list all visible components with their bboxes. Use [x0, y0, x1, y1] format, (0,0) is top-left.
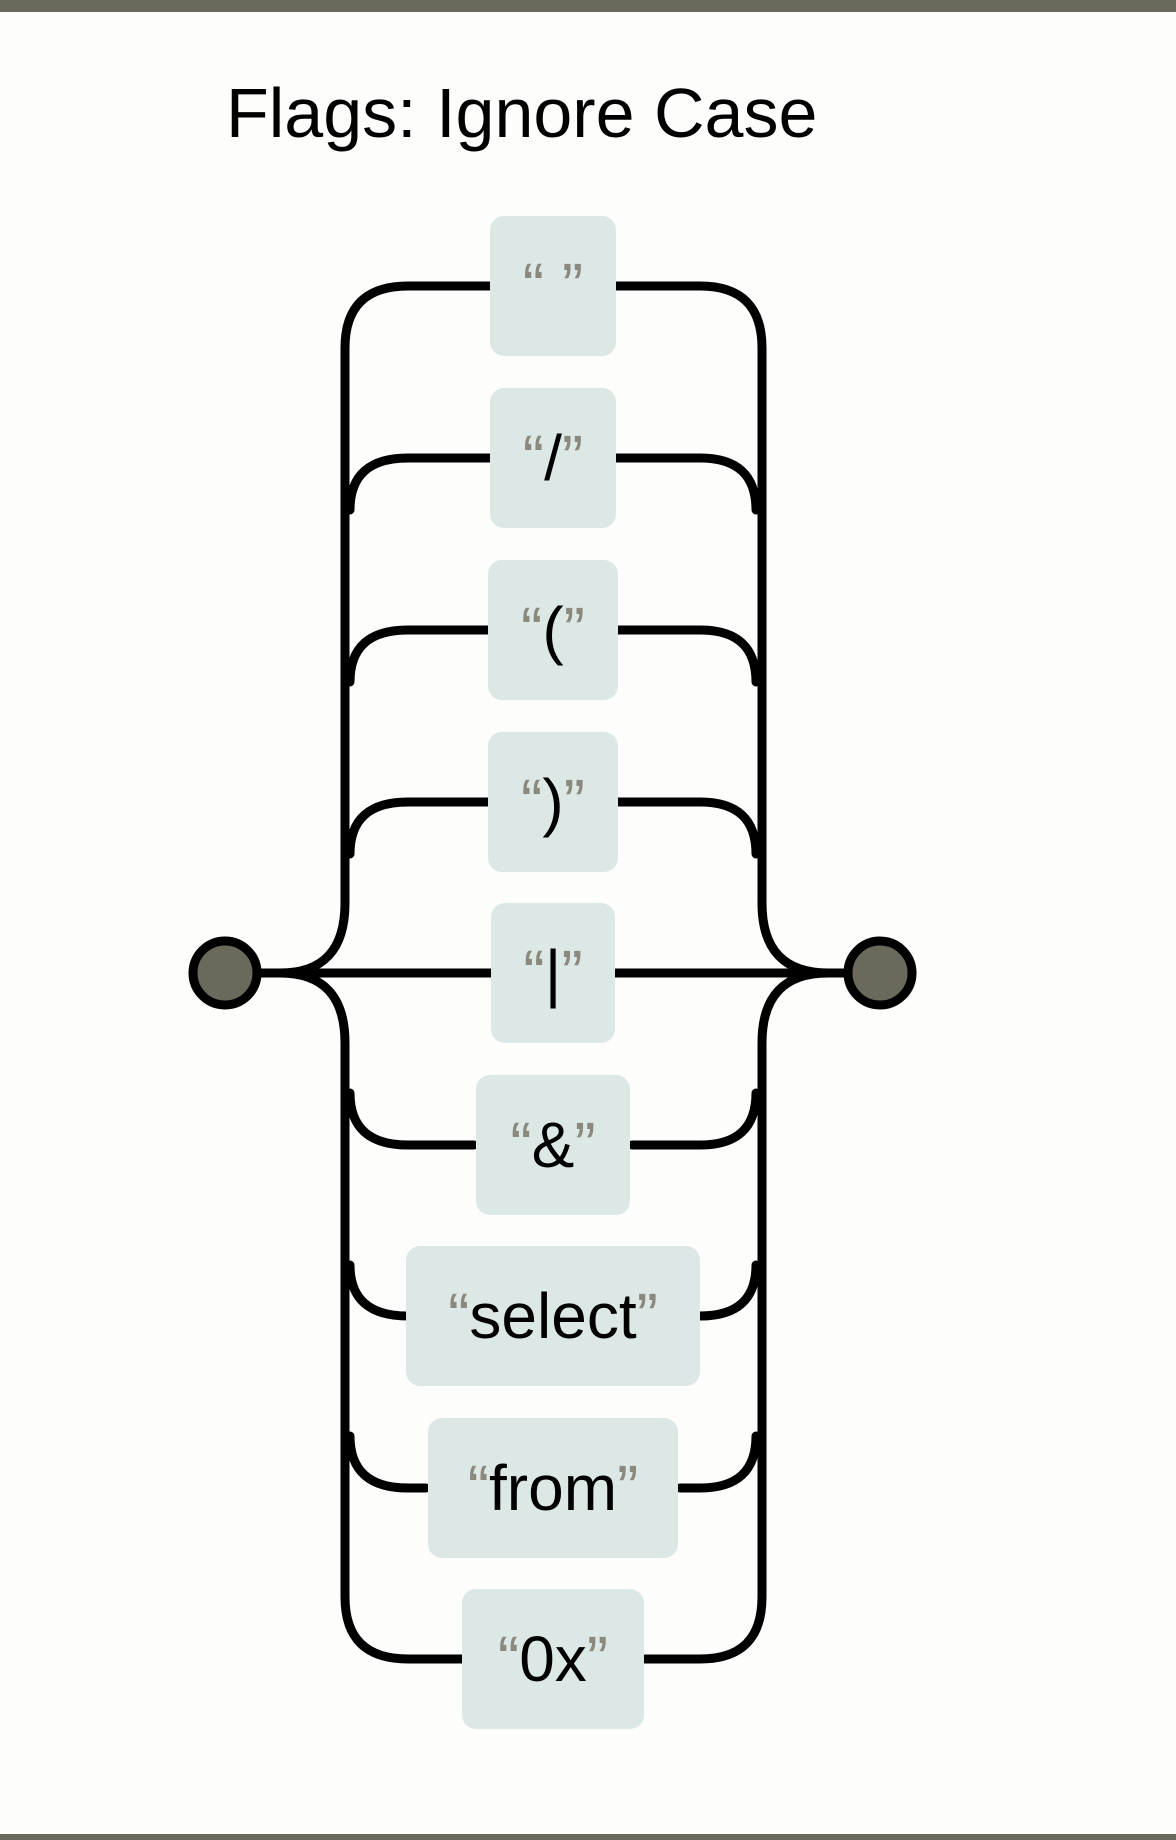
- close-quote: ”: [637, 1280, 658, 1352]
- token-text: “0x”: [498, 1623, 608, 1695]
- rail-branch-3-right: [613, 625, 761, 687]
- token-literal: 0x: [519, 1623, 587, 1695]
- rail-branch-4-right: [613, 797, 761, 859]
- rail-branch-2-right: [611, 453, 761, 515]
- alternative-token: “&”: [476, 1075, 630, 1215]
- rail-branch-7: [345, 1260, 413, 1321]
- token-text: “&”: [510, 1109, 595, 1181]
- token-literal: /: [544, 422, 562, 494]
- alternative-token: “/”: [490, 388, 616, 528]
- token-text: “select”: [448, 1280, 658, 1352]
- token-box: [428, 1418, 678, 1558]
- alternative-token: “ ”: [490, 216, 616, 356]
- token-box: [490, 216, 616, 356]
- token-text: “(”: [521, 594, 585, 666]
- open-quote: “: [448, 1280, 469, 1352]
- token-box: [488, 560, 618, 700]
- rail-right-upper: [611, 281, 833, 978]
- alternative-token: “)”: [488, 732, 618, 872]
- rail-branch-3: [345, 625, 493, 687]
- close-quote: ”: [562, 422, 583, 494]
- start-terminal: [188, 936, 262, 1010]
- open-quote: “: [468, 1452, 489, 1524]
- rail-left-upper: [275, 281, 495, 978]
- close-quote: ”: [564, 766, 585, 838]
- rail-right-lower: [639, 968, 833, 1664]
- rail-branch-7-right: [695, 1260, 761, 1321]
- token-text: “)”: [521, 766, 585, 838]
- rail-branch-8-right: [675, 1431, 761, 1493]
- rail-branch-4: [345, 797, 493, 859]
- rail-branch-8: [345, 1431, 431, 1493]
- end-terminal: [843, 936, 917, 1010]
- open-quote: “: [523, 937, 544, 1009]
- alternative-token: “select”: [406, 1246, 700, 1386]
- token-box: [462, 1589, 644, 1729]
- open-quote: “: [523, 422, 544, 494]
- rail-branch-6-right: [627, 1088, 761, 1150]
- open-quote: “: [521, 766, 542, 838]
- token-literal: (: [542, 594, 563, 666]
- alternative-tokens: “ ”“/”“(”“)”“|”“&”“select”“from”“0x”: [406, 216, 700, 1729]
- close-quote: ”: [574, 1109, 595, 1181]
- alternative-token: “|”: [491, 903, 615, 1043]
- token-box: [406, 1246, 700, 1386]
- token-literal: from: [489, 1452, 617, 1524]
- close-quote: ”: [561, 937, 582, 1009]
- token-box: [491, 903, 615, 1043]
- close-quote: ”: [587, 1623, 608, 1695]
- alternative-token: “0x”: [462, 1589, 644, 1729]
- rail-left-lower: [275, 968, 467, 1664]
- token-text: “from”: [468, 1452, 639, 1524]
- token-text: “ ”: [523, 250, 583, 322]
- open-quote: “: [521, 594, 542, 666]
- flags-label: Flags: Ignore Case: [226, 74, 818, 152]
- token-text: “/”: [523, 422, 583, 494]
- token-box: [488, 732, 618, 872]
- open-quote: “: [498, 1623, 519, 1695]
- open-quote: “: [510, 1109, 531, 1181]
- token-literal: ): [542, 766, 563, 838]
- close-quote: ”: [562, 250, 583, 322]
- top-frame-bar: [0, 0, 1176, 12]
- bottom-frame-bar: [0, 1834, 1176, 1840]
- rail-branch-6: [345, 1088, 479, 1150]
- token-literal: select: [469, 1280, 636, 1352]
- open-quote: “: [523, 250, 544, 322]
- token-box: [490, 388, 616, 528]
- token-literal: &: [532, 1109, 575, 1181]
- rail-branch-2: [345, 453, 495, 515]
- token-text: “|”: [523, 937, 582, 1009]
- alternative-token: “from”: [428, 1418, 678, 1558]
- token-literal: [544, 250, 562, 322]
- close-quote: ”: [564, 594, 585, 666]
- alternative-token: “(”: [488, 560, 618, 700]
- close-quote: ”: [617, 1452, 638, 1524]
- token-literal: |: [545, 937, 562, 1009]
- token-box: [476, 1075, 630, 1215]
